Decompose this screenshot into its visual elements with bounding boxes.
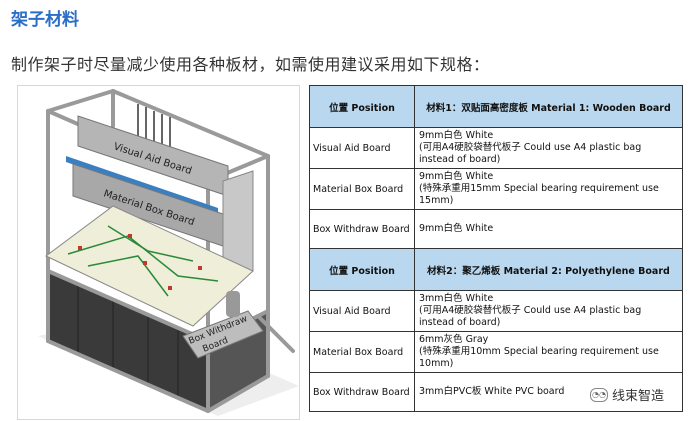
position-header: 位置 Position [309, 248, 415, 291]
position-cell: Box Withdraw Board [309, 372, 415, 412]
material-cell: 9mm白色 White (特殊承重用15mm Special bearing r… [414, 168, 683, 210]
watermark: ◔◔ 线束智造 [590, 385, 664, 404]
material-line: 9mm白色 White [419, 223, 494, 234]
material-line: instead of board) [419, 317, 501, 328]
intro-text: 制作架子时尽量减少使用各种板材，如需使用建议采用如下规格： [11, 55, 490, 74]
material-line: instead of board) [419, 154, 501, 165]
watermark-text: 线束智造 [612, 389, 665, 404]
material-line: (特殊承重用15mm Special bearing requirement u… [419, 183, 659, 194]
rack-drawing: Visual Aid Board Material Box Board Box … [38, 89, 299, 416]
material-cell: 3mm白PVC板 White PVC board [414, 372, 683, 412]
wechat-icon: ◔◔ [590, 387, 608, 402]
rack-illustration: Visual Aid Board Material Box Board Box … [17, 85, 300, 420]
position-cell: Visual Aid Board [309, 127, 415, 169]
material-spec-table: 位置 Position 材料1：双贴面高密度板 Material 1: Wood… [309, 85, 683, 412]
table-row: Material Box Board 9mm白色 White (特殊承重用15m… [309, 168, 683, 210]
material-line: (可用A4硬胶袋替代板子 Could use A4 plastic bag [419, 142, 642, 153]
material-cell: 9mm白色 White (可用A4硬胶袋替代板子 Could use A4 pl… [414, 127, 683, 169]
material-line: 15mm) [419, 195, 454, 206]
material-line: 3mm白PVC板 White PVC board [419, 386, 565, 397]
position-cell: Visual Aid Board [309, 290, 415, 332]
material-cell: 6mm灰色 Gray (特殊承重用10mm Special bearing re… [414, 331, 683, 373]
material-line: (可用A4硬胶袋替代板子 Could use A4 plastic bag [419, 305, 642, 316]
table-row: Material Box Board 6mm灰色 Gray (特殊承重用10mm… [309, 331, 683, 373]
table-header-row: 位置 Position 材料1：双贴面高密度板 Material 1: Wood… [309, 85, 683, 128]
position-header: 位置 Position [309, 85, 415, 128]
position-cell: Material Box Board [309, 331, 415, 373]
material-line: 10mm) [419, 358, 454, 369]
position-cell: Box Withdraw Board [309, 209, 415, 249]
position-cell: Material Box Board [309, 168, 415, 210]
material-cell: 3mm白色 White (可用A4硬胶袋替代板子 Could use A4 pl… [414, 290, 683, 332]
material-line: 3mm白色 White [419, 293, 494, 304]
material-line: (特殊承重用10mm Special bearing requirement u… [419, 346, 659, 357]
table-row: Visual Aid Board 3mm白色 White (可用A4硬胶袋替代板… [309, 290, 683, 332]
material-line: 9mm白色 White [419, 130, 494, 141]
table-header-row: 位置 Position 材料2：聚乙烯板 Material 2: Polyeth… [309, 248, 683, 291]
table-row: Box Withdraw Board 3mm白PVC板 White PVC bo… [309, 372, 683, 412]
material-line: 9mm白色 White [419, 171, 494, 182]
material-cell: 9mm白色 White [414, 209, 683, 249]
material-header: 材料1：双贴面高密度板 Material 1: Wooden Board [414, 85, 683, 128]
material-line: 6mm灰色 Gray [419, 334, 489, 345]
material-header: 材料2：聚乙烯板 Material 2: Polyethylene Board [414, 248, 683, 291]
table-row: Box Withdraw Board 9mm白色 White [309, 209, 683, 249]
section-heading: 架子材料 [11, 10, 79, 30]
table-row: Visual Aid Board 9mm白色 White (可用A4硬胶袋替代板… [309, 127, 683, 169]
